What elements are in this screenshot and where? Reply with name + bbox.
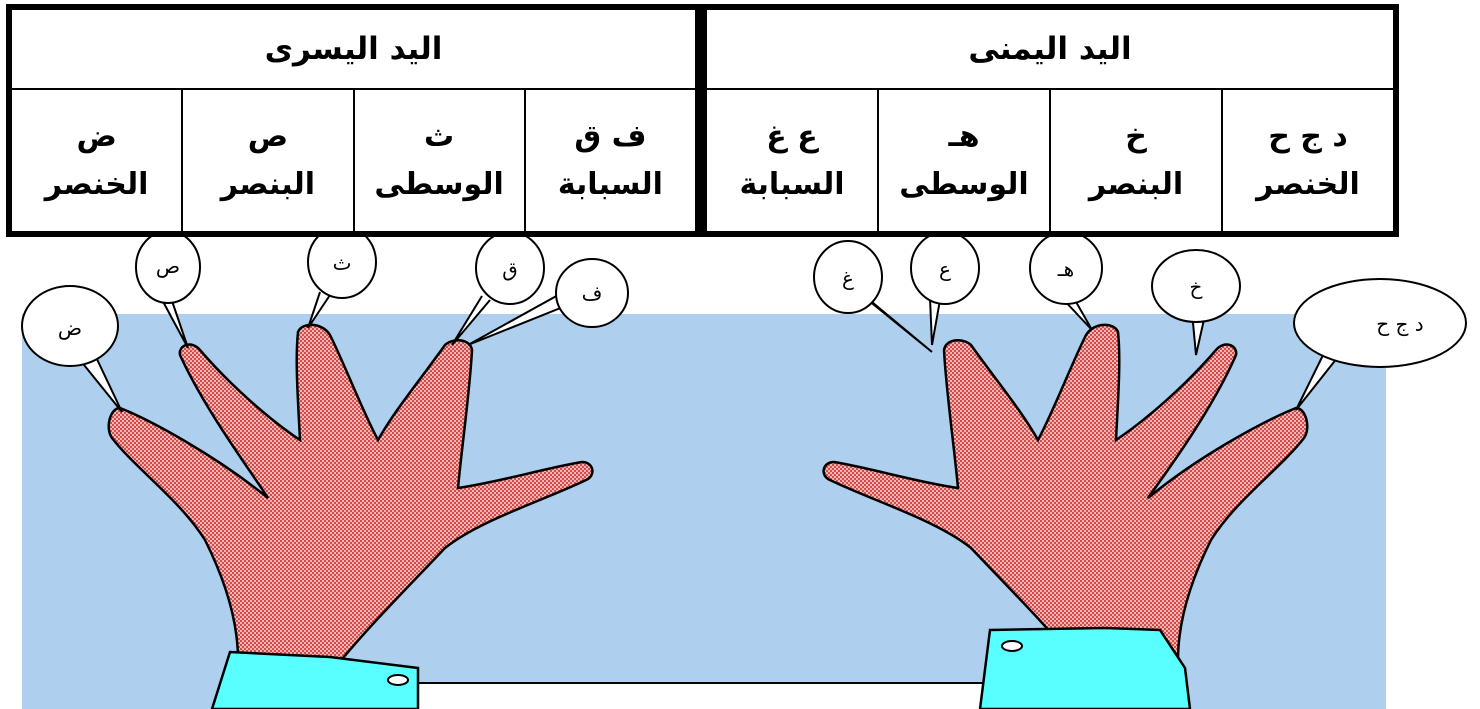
left-cuff [210, 650, 420, 709]
callout-kha-text: خ [1190, 275, 1203, 299]
left-pinky-letters: ض [76, 118, 117, 154]
left-cell-ring: ص البنصر [181, 90, 352, 231]
callout-dad-text: ض [58, 316, 82, 340]
callout-dal-jim-ha-text: د ج ح [1376, 312, 1423, 336]
left-middle-finger: الوسطى [374, 166, 504, 202]
right-index-finger: السبابة [739, 166, 845, 202]
right-ring-finger: البنصر [1088, 166, 1184, 202]
right-cuff-button [1001, 640, 1023, 652]
callout-fa-text: ف [582, 281, 603, 305]
right-hand [822, 323, 1309, 709]
right-index-letters: ع غ [766, 118, 818, 154]
right-pinky-finger: الخنصر [1256, 166, 1360, 202]
right-cell-pinky: د ج ح الخنصر [1221, 90, 1393, 231]
left-hand [107, 323, 594, 709]
callout-sad: ص [135, 230, 201, 349]
left-ring-finger: البنصر [220, 166, 315, 202]
left-middle-letters: ث [424, 118, 455, 154]
finger-letter-table: اليد اليسرى ض الخنصر ص البنصر ث الوسطى ف… [6, 4, 1399, 237]
callout-kha: خ [1151, 249, 1241, 356]
callout-tha-text: ث [333, 251, 352, 275]
right-middle-finger: الوسطى [899, 166, 1029, 202]
callout-dad: ض [21, 285, 123, 413]
left-index-letters: ف ق [574, 118, 647, 154]
left-hand-row: ض الخنصر ص البنصر ث الوسطى ف ق السبابة [12, 90, 695, 231]
right-hand-row: ع غ السبابة هـ الوسطى خ البنصر د ج ح الخ… [707, 90, 1393, 231]
left-hand-panel: اليد اليسرى ض الخنصر ص البنصر ث الوسطى ف… [12, 10, 695, 231]
left-cell-pinky: ض الخنصر [12, 90, 181, 231]
callout-sad-text: ص [156, 254, 180, 278]
callout-ain-text: ع [939, 257, 951, 281]
callout-tha: ث [307, 225, 377, 329]
callout-qaf: ق [451, 231, 545, 346]
right-cell-middle: هـ الوسطى [877, 90, 1049, 231]
callout-ain: ع [910, 231, 980, 346]
callout-ha: هـ [1029, 231, 1103, 331]
right-cuff [978, 626, 1192, 709]
left-ring-letters: ص [247, 118, 289, 154]
left-index-finger: السبابة [557, 166, 663, 202]
right-pinky-letters: د ج ح [1268, 118, 1348, 154]
callout-dal-jim-ha: د ج ح [1293, 278, 1467, 411]
callout-qaf-text: ق [502, 257, 518, 281]
right-hand-panel: اليد اليمنى ع غ السبابة هـ الوسطى خ البن… [707, 10, 1393, 231]
right-hand-title: اليد اليمنى [707, 10, 1393, 90]
right-ring-letters: خ [1125, 118, 1147, 154]
left-pinky-finger: الخنصر [44, 166, 149, 202]
right-middle-letters: هـ [948, 118, 980, 154]
left-hand-title: اليد اليسرى [12, 10, 695, 90]
right-cell-ring: خ البنصر [1049, 90, 1221, 231]
left-cell-index: ف ق السبابة [523, 90, 695, 231]
right-cell-index: ع غ السبابة [707, 90, 877, 231]
callout-ghain-text: غ [842, 266, 854, 290]
callout-ghain: غ [813, 240, 933, 353]
left-cell-middle: ث الوسطى [352, 90, 524, 231]
callout-fa: ف [467, 258, 629, 346]
left-cuff-button [387, 674, 409, 686]
callout-ha-text: هـ [1057, 257, 1074, 281]
